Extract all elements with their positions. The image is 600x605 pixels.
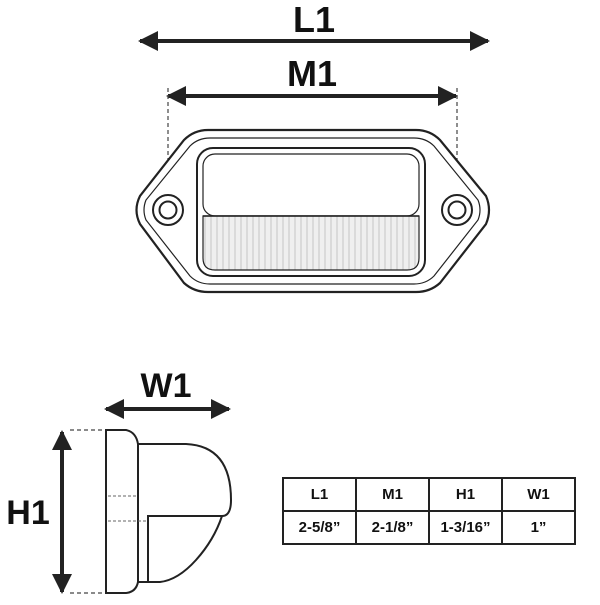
side-lens-step [147,515,224,583]
width-label: W1 [141,367,192,405]
side-view: W1 H1 [6,367,233,594]
table-header-cell: M1 [355,477,430,512]
table-header-row: L1 M1 H1 W1 [282,477,576,512]
table-header-cell: L1 [282,477,357,512]
table-cell: 2-1/8” [355,510,430,545]
mounting-hole-left [152,194,184,226]
top-view: L1 M1 [135,0,491,294]
dimensions-table: L1 M1 H1 W1 2-5/8” 2-1/8” 1-3/16” 1” [282,477,576,545]
table-cell: 1-3/16” [428,510,503,545]
housing-inner-outline [143,137,481,285]
height-label: H1 [6,494,49,532]
lens-ribbed [202,215,420,271]
mounting-hole-right [441,194,473,226]
table-cell: 1” [501,510,576,545]
table-cell: 2-5/8” [282,510,357,545]
table-header-cell: H1 [428,477,503,512]
mount-label: M1 [287,53,337,94]
length-label: L1 [293,0,335,40]
table-row: 2-5/8” 2-1/8” 1-3/16” 1” [282,510,576,545]
side-flange [105,429,139,594]
table-header-cell: W1 [501,477,576,512]
lens-upper [202,153,420,217]
